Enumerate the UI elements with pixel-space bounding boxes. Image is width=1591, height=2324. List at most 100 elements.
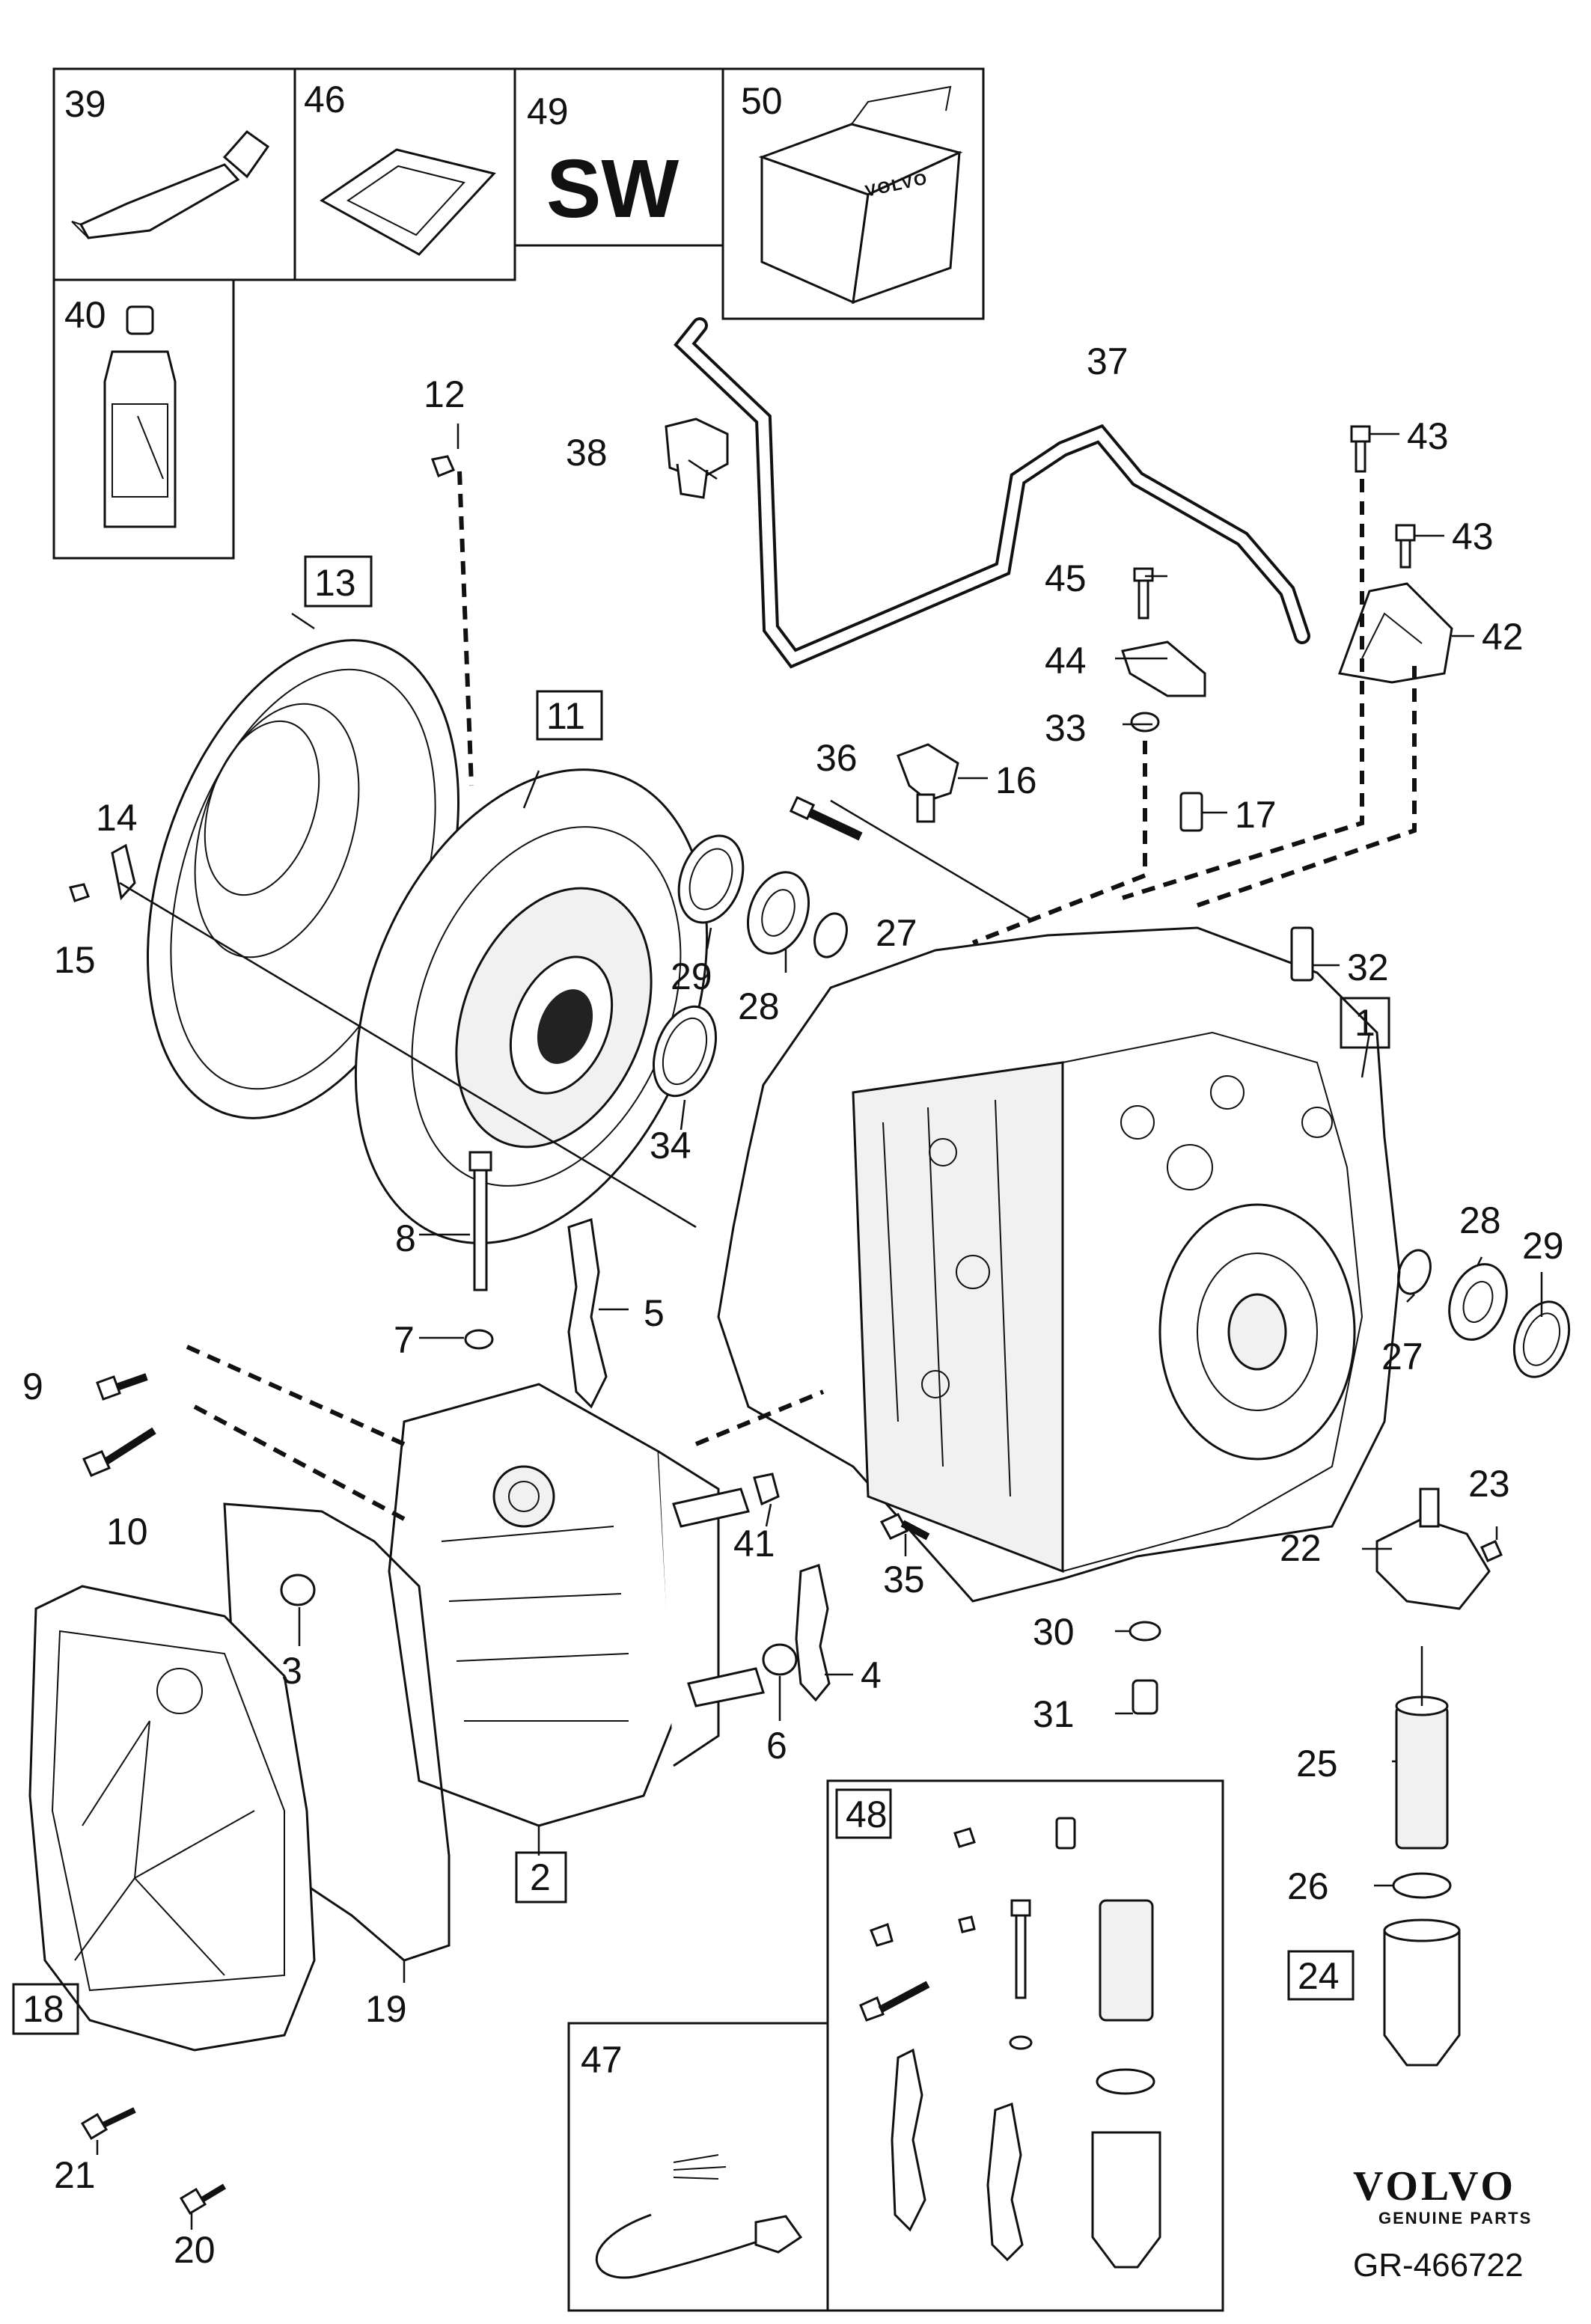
inset-box-39[interactable]: 39 xyxy=(52,67,296,281)
torque-converter[interactable] xyxy=(290,717,773,1295)
drain-plug-31[interactable] xyxy=(1132,1679,1158,1715)
brand-name: VOLVO xyxy=(1353,2163,1516,2210)
part-label-30: 30 xyxy=(1033,1611,1075,1653)
bolt-41[interactable] xyxy=(753,1473,780,1506)
diagram-reference: GR-466722 xyxy=(1353,2247,1523,2284)
part-label-12: 12 xyxy=(424,373,465,415)
part-label-42: 42 xyxy=(1482,616,1524,658)
part-label-32: 32 xyxy=(1347,947,1389,988)
seal-29-right[interactable] xyxy=(1504,1294,1578,1385)
bolt-10[interactable] xyxy=(82,1427,156,1477)
valve-body[interactable] xyxy=(388,1383,765,1827)
part-label-38: 38 xyxy=(566,432,608,474)
part-label-49: 49 xyxy=(527,91,569,132)
o-ring-27-left[interactable] xyxy=(809,909,852,961)
bolt-8[interactable] xyxy=(468,1151,492,1291)
seal-28-right[interactable] xyxy=(1439,1256,1516,1348)
breather-hose[interactable] xyxy=(674,317,1310,669)
o-ring-6[interactable] xyxy=(762,1643,798,1676)
inset-box-40[interactable]: 40 xyxy=(52,278,235,560)
clamp-44[interactable] xyxy=(1121,640,1206,697)
part-label-25: 25 xyxy=(1296,1743,1338,1785)
part-label-46: 46 xyxy=(304,79,346,120)
part-label-23: 23 xyxy=(1468,1463,1510,1505)
o-ring-27-right[interactable] xyxy=(1393,1246,1436,1298)
bolt-43-upper[interactable] xyxy=(1350,425,1371,473)
part-label-15: 15 xyxy=(54,939,96,981)
ring-34[interactable] xyxy=(642,998,727,1105)
part-label-5: 5 xyxy=(644,1292,665,1334)
part-label-21: 21 xyxy=(54,2154,96,2196)
fluid-bottle-icon xyxy=(103,305,177,528)
part-label-9: 9 xyxy=(22,1366,43,1407)
bolt-20[interactable] xyxy=(179,2183,227,2216)
bolt-43-lower[interactable] xyxy=(1395,524,1416,569)
kit-box-47[interactable]: 47 xyxy=(567,2022,829,2312)
part-label-31: 31 xyxy=(1033,1693,1075,1735)
wiring-harness-icon xyxy=(595,2154,803,2279)
screw-23[interactable] xyxy=(1480,1540,1503,1562)
oil-pan[interactable] xyxy=(28,1585,316,2052)
part-label-33: 33 xyxy=(1045,707,1087,749)
seal-29-left[interactable] xyxy=(668,827,754,932)
plug-17[interactable] xyxy=(1179,792,1203,832)
clip-14[interactable] xyxy=(111,843,136,901)
part-label-16: 16 xyxy=(995,759,1037,801)
filter-cap-24[interactable] xyxy=(1383,1918,1461,2067)
valve-32[interactable] xyxy=(1290,926,1314,982)
part-label-29b: 29 xyxy=(1522,1225,1564,1267)
gasket-5[interactable] xyxy=(567,1218,608,1409)
oil-filter-25[interactable] xyxy=(1395,1695,1449,1850)
speed-sensor[interactable] xyxy=(897,743,959,823)
washer-33[interactable] xyxy=(1130,712,1160,733)
bolt-35[interactable] xyxy=(879,1513,930,1541)
bolt-9[interactable] xyxy=(96,1373,148,1401)
volvo-box-icon: VOLVO xyxy=(758,85,963,305)
part-label-44: 44 xyxy=(1045,640,1087,682)
bolt-12[interactable] xyxy=(430,455,456,477)
part-label-11: 11 xyxy=(546,695,585,737)
filter-head[interactable] xyxy=(1375,1487,1491,1610)
part-label-20: 20 xyxy=(174,2229,216,2271)
washer-30[interactable] xyxy=(1129,1621,1161,1642)
washer-7[interactable] xyxy=(464,1329,494,1350)
gasket-seal-icon xyxy=(320,148,496,256)
o-ring-3[interactable] xyxy=(280,1574,316,1606)
part-label-37: 37 xyxy=(1087,340,1129,382)
bolt-45[interactable] xyxy=(1133,567,1154,620)
o-ring-26[interactable] xyxy=(1392,1872,1452,1899)
kit-box-48[interactable]: 48 xyxy=(826,1779,1224,2312)
part-label-35: 35 xyxy=(883,1559,925,1600)
part-label-7: 7 xyxy=(394,1319,415,1361)
kit-48-contents xyxy=(859,1817,1161,2269)
part-label-27a: 27 xyxy=(876,912,917,954)
bolt-36[interactable] xyxy=(789,795,863,841)
gasket-4[interactable] xyxy=(795,1564,831,1702)
software-sw-text: SW xyxy=(546,143,679,235)
grease-tube-icon xyxy=(71,129,270,239)
part-box-13 xyxy=(304,555,373,608)
bolt-21[interactable] xyxy=(80,2107,136,2141)
bracket[interactable] xyxy=(1337,582,1453,684)
seal-28-left[interactable] xyxy=(737,863,819,961)
part-label-48: 48 xyxy=(846,1794,888,1835)
volvo-logo: VOLVO GENUINE PARTS xyxy=(1353,2163,1530,2227)
part-label-13: 13 xyxy=(314,562,356,604)
part-label-34: 34 xyxy=(650,1125,691,1166)
part-label-2: 2 xyxy=(530,1856,551,1898)
transmission-housing[interactable] xyxy=(717,926,1401,1603)
part-label-17: 17 xyxy=(1235,794,1277,836)
assembly-dashes xyxy=(186,471,1417,1521)
part-label-8: 8 xyxy=(395,1217,416,1259)
part-label-26: 26 xyxy=(1287,1865,1329,1907)
part-labels: 37 38 12 43 43 42 45 44 33 16 36 17 32 1… xyxy=(12,340,1564,2271)
part-label-10: 10 xyxy=(106,1511,148,1553)
inset-box-46[interactable]: 46 xyxy=(293,67,516,281)
inset-box-49[interactable]: 49 SW xyxy=(513,67,724,247)
hose-clip[interactable] xyxy=(665,418,729,499)
inset-box-50[interactable]: 50 VOLVO xyxy=(721,67,985,320)
part-label-39: 39 xyxy=(64,83,106,125)
leader-lines xyxy=(96,423,1543,2230)
screw-15[interactable] xyxy=(69,883,90,902)
